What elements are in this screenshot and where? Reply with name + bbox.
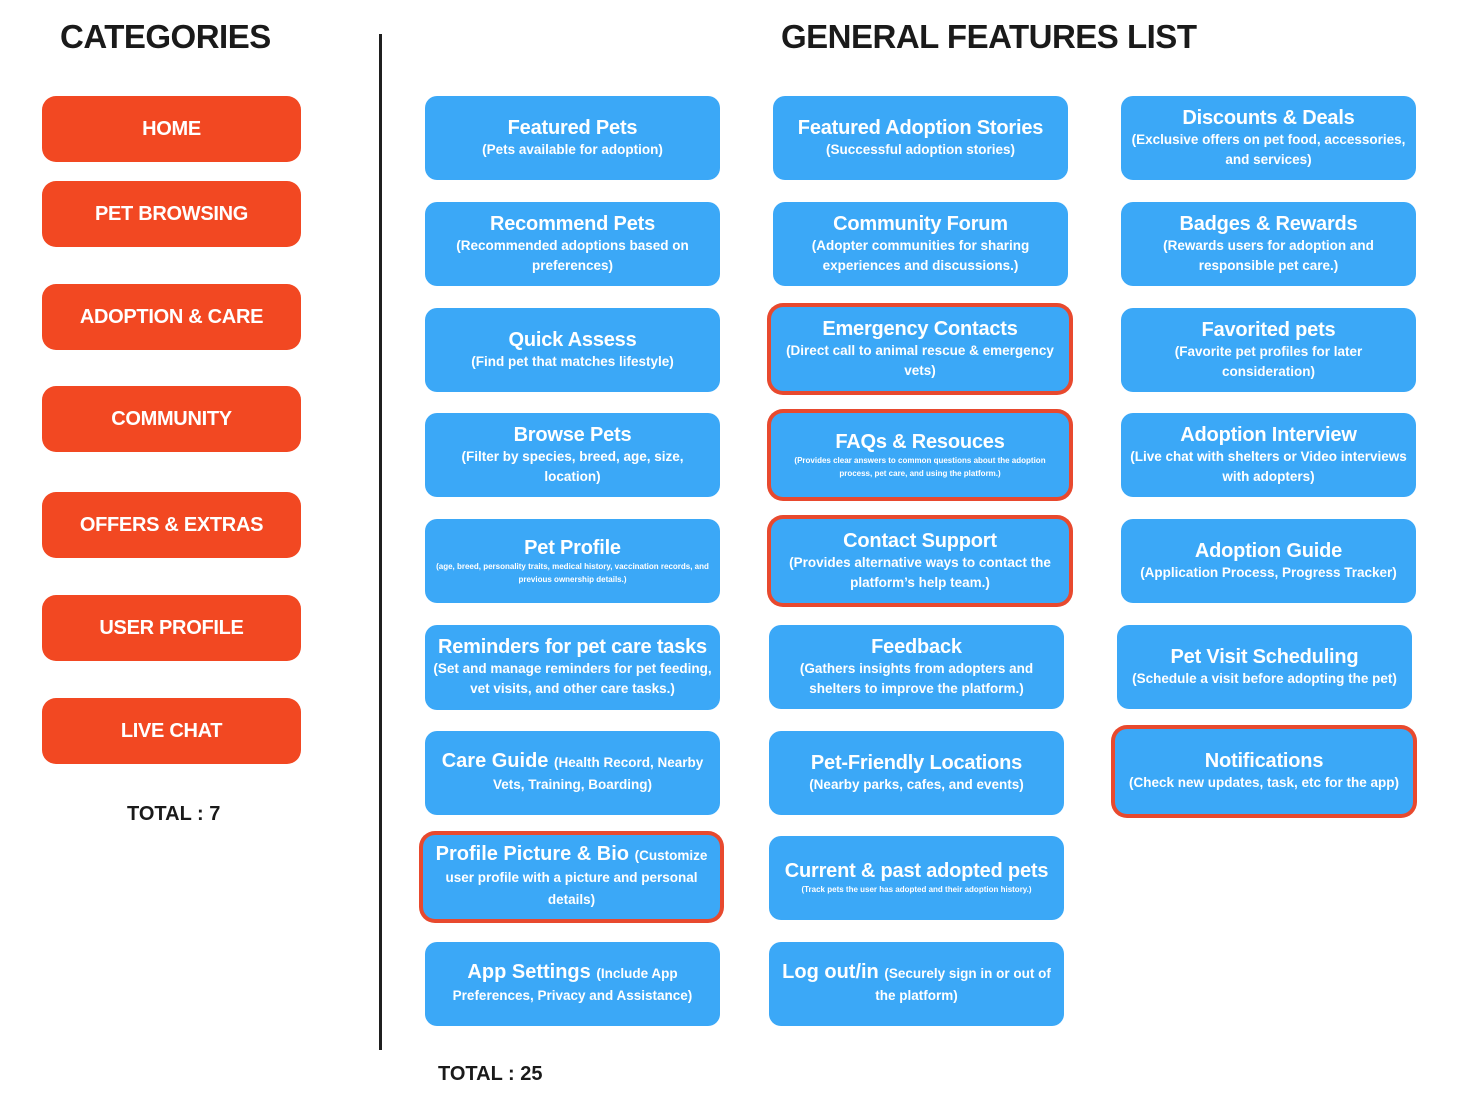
feature-card-favorited-pets[interactable]: Favorited pets (Favorite pet profiles fo…: [1121, 308, 1416, 392]
categories-heading: CATEGORIES: [60, 18, 271, 55]
feature-desc: (Favorite pet profiles for later conside…: [1174, 343, 1363, 379]
feature-card-adoption-guide[interactable]: Adoption Guide (Application Process, Pro…: [1121, 519, 1416, 603]
feature-title: Current & past adopted pets: [784, 860, 1049, 882]
feature-desc: (Pets available for adoption): [482, 141, 663, 157]
features-total: TOTAL : 25: [438, 1063, 543, 1085]
feature-title: FAQs & Resouces: [835, 430, 1005, 453]
feature-title: Contact Support: [843, 529, 997, 552]
feature-card-adoption-interview[interactable]: Adoption Interview (Live chat with shelt…: [1121, 413, 1416, 497]
category-live-chat[interactable]: LIVE CHAT: [42, 698, 301, 764]
feature-desc: (Track pets the user has adopted and the…: [801, 885, 1032, 894]
feature-card-quick-assess[interactable]: Quick Assess (Find pet that matches life…: [425, 308, 720, 392]
category-community[interactable]: COMMUNITY: [42, 386, 301, 452]
feature-card-profile-picture-bio[interactable]: Profile Picture & Bio (Customize user pr…: [423, 835, 720, 919]
feature-card-badges-rewards[interactable]: Badges & Rewards (Rewards users for adop…: [1121, 202, 1416, 286]
feature-card-reminders[interactable]: Reminders for pet care tasks (Set and ma…: [425, 625, 720, 710]
category-user-profile[interactable]: USER PROFILE: [42, 595, 301, 661]
feature-desc: (Gathers insights from adopters and shel…: [799, 660, 1034, 696]
feature-title: Quick Assess: [508, 328, 637, 351]
category-pet-browsing[interactable]: PET BROWSING: [42, 181, 301, 247]
feature-card-app-settings[interactable]: App Settings (Include App Preferences, P…: [425, 942, 720, 1026]
feature-desc: (Provides alternative ways to contact th…: [789, 554, 1051, 590]
categories-total: TOTAL : 7: [127, 803, 221, 825]
feature-title: Care Guide: [441, 750, 549, 772]
feature-card-notifications[interactable]: Notifications (Check new updates, task, …: [1115, 729, 1413, 814]
feature-title: Pet Visit Scheduling: [1170, 645, 1359, 668]
feature-card-current-past-adopted-pets[interactable]: Current & past adopted pets (Track pets …: [769, 836, 1064, 920]
feature-title: Adoption Guide: [1194, 539, 1343, 562]
feature-card-community-forum[interactable]: Community Forum (Adopter communities for…: [773, 202, 1068, 286]
feature-card-log-out-in[interactable]: Log out/in (Securely sign in or out of t…: [769, 942, 1064, 1026]
feature-title: Feedback: [871, 635, 962, 658]
feature-title: Favorited pets: [1201, 318, 1336, 341]
feature-card-browse-pets[interactable]: Browse Pets (Filter by species, breed, a…: [425, 413, 720, 497]
column-divider: [379, 34, 382, 1050]
feature-title: Pet Profile: [524, 536, 621, 559]
feature-desc: (Rewards users for adoption and responsi…: [1163, 237, 1374, 273]
feature-card-recommend-pets[interactable]: Recommend Pets (Recommended adoptions ba…: [425, 202, 720, 286]
feature-desc: (Provides clear answers to common questi…: [794, 455, 1046, 478]
feature-desc: (Successful adoption stories): [825, 141, 1016, 157]
feature-desc: (Live chat with shelters or Video interv…: [1130, 448, 1407, 484]
feature-title: Community Forum: [833, 212, 1008, 235]
feature-card-pet-visit-scheduling[interactable]: Pet Visit Scheduling (Schedule a visit b…: [1117, 625, 1412, 709]
feature-desc: (Check new updates, task, etc for the ap…: [1128, 775, 1400, 790]
feature-card-emergency-contacts[interactable]: Emergency Contacts (Direct call to anima…: [771, 307, 1069, 391]
feature-desc: (Direct call to animal rescue & emergenc…: [786, 342, 1054, 378]
feature-card-featured-pets[interactable]: Featured Pets (Pets available for adopti…: [425, 96, 720, 180]
feature-desc: (Filter by species, breed, age, size, lo…: [461, 448, 684, 484]
feature-desc: (Customize user profile with a picture a…: [445, 848, 708, 907]
feature-title: Emergency Contacts: [822, 317, 1018, 340]
feature-title: Browse Pets: [513, 423, 632, 446]
feature-title: Profile Picture & Bio: [435, 843, 630, 865]
feature-card-pet-profile[interactable]: Pet Profile (age, breed, personality tra…: [425, 519, 720, 603]
feature-title: App Settings: [467, 961, 591, 983]
feature-desc: (Recommended adoptions based on preferen…: [456, 237, 689, 273]
feature-title: Recommend Pets: [489, 212, 656, 235]
category-adoption-care[interactable]: ADOPTION & CARE: [42, 284, 301, 350]
feature-desc: (Application Process, Progress Tracker): [1140, 564, 1397, 580]
features-heading: GENERAL FEATURES LIST: [781, 18, 1197, 55]
feature-title: Notifications: [1204, 750, 1324, 772]
feature-desc: (Include App Preferences, Privacy and As…: [452, 966, 693, 1003]
feature-desc: (Nearby parks, cafes, and events): [809, 776, 1024, 792]
feature-title: Adoption Interview: [1180, 423, 1357, 446]
feature-desc: (Adopter communities for sharing experie…: [811, 237, 1030, 273]
feature-card-feedback[interactable]: Feedback (Gathers insights from adopters…: [769, 625, 1064, 709]
feature-card-care-guide[interactable]: Care Guide (Health Record, Nearby Vets, …: [425, 731, 720, 815]
feature-card-pet-friendly-locations[interactable]: Pet-Friendly Locations (Nearby parks, ca…: [769, 731, 1064, 815]
feature-desc: (Securely sign in or out of the platform…: [875, 966, 1051, 1003]
feature-title: Featured Adoption Stories: [797, 116, 1044, 139]
feature-title: Discounts & Deals: [1182, 106, 1355, 129]
feature-title: Badges & Rewards: [1179, 212, 1358, 235]
feature-title: Featured Pets: [507, 116, 638, 139]
feature-desc: (Exclusive offers on pet food, accessori…: [1131, 131, 1406, 167]
feature-desc: (Find pet that matches lifestyle): [471, 353, 674, 369]
category-offers-extras[interactable]: OFFERS & EXTRAS: [42, 492, 301, 558]
feature-title: Log out/in: [782, 961, 879, 983]
feature-card-discounts-deals[interactable]: Discounts & Deals (Exclusive offers on p…: [1121, 96, 1416, 180]
feature-desc: (age, breed, personality traits, medical…: [436, 561, 709, 584]
feature-card-featured-adoption-stories[interactable]: Featured Adoption Stories (Successful ad…: [773, 96, 1068, 180]
feature-title: Reminders for pet care tasks: [438, 636, 707, 658]
feature-card-faqs-resources[interactable]: FAQs & Resouces (Provides clear answers …: [771, 413, 1069, 497]
feature-desc: (Health Record, Nearby Vets, Training, B…: [492, 755, 704, 792]
feature-desc: (Schedule a visit before adopting the pe…: [1132, 670, 1397, 686]
feature-card-contact-support[interactable]: Contact Support (Provides alternative wa…: [771, 519, 1069, 603]
feature-desc: (Set and manage reminders for pet feedin…: [433, 661, 712, 696]
category-home[interactable]: HOME: [42, 96, 301, 162]
feature-title: Pet-Friendly Locations: [810, 751, 1023, 774]
